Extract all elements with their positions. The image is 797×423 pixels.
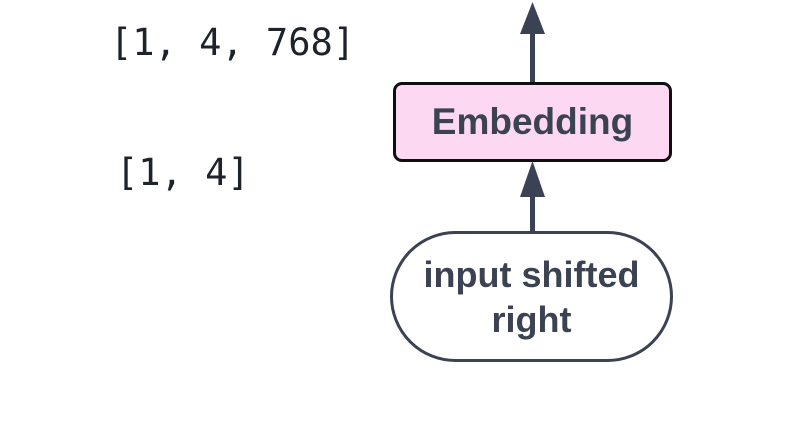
embedding-node: Embedding — [393, 82, 672, 162]
input-node-label: input shifted right — [424, 252, 640, 342]
tensor-shape-annotation-input: [1, 4] — [116, 151, 250, 194]
tensor-shape-annotation-output: [1, 4, 768] — [110, 21, 356, 64]
input-shifted-right-node: input shifted right — [390, 231, 673, 362]
input-node-label-line2: right — [491, 298, 572, 340]
arrow-up-input-to-embedding-icon — [520, 161, 545, 233]
arrow-up-embedding-to-output-icon — [520, 2, 545, 82]
input-node-label-line1: input shifted — [423, 253, 640, 295]
embedding-node-label: Embedding — [431, 101, 634, 142]
